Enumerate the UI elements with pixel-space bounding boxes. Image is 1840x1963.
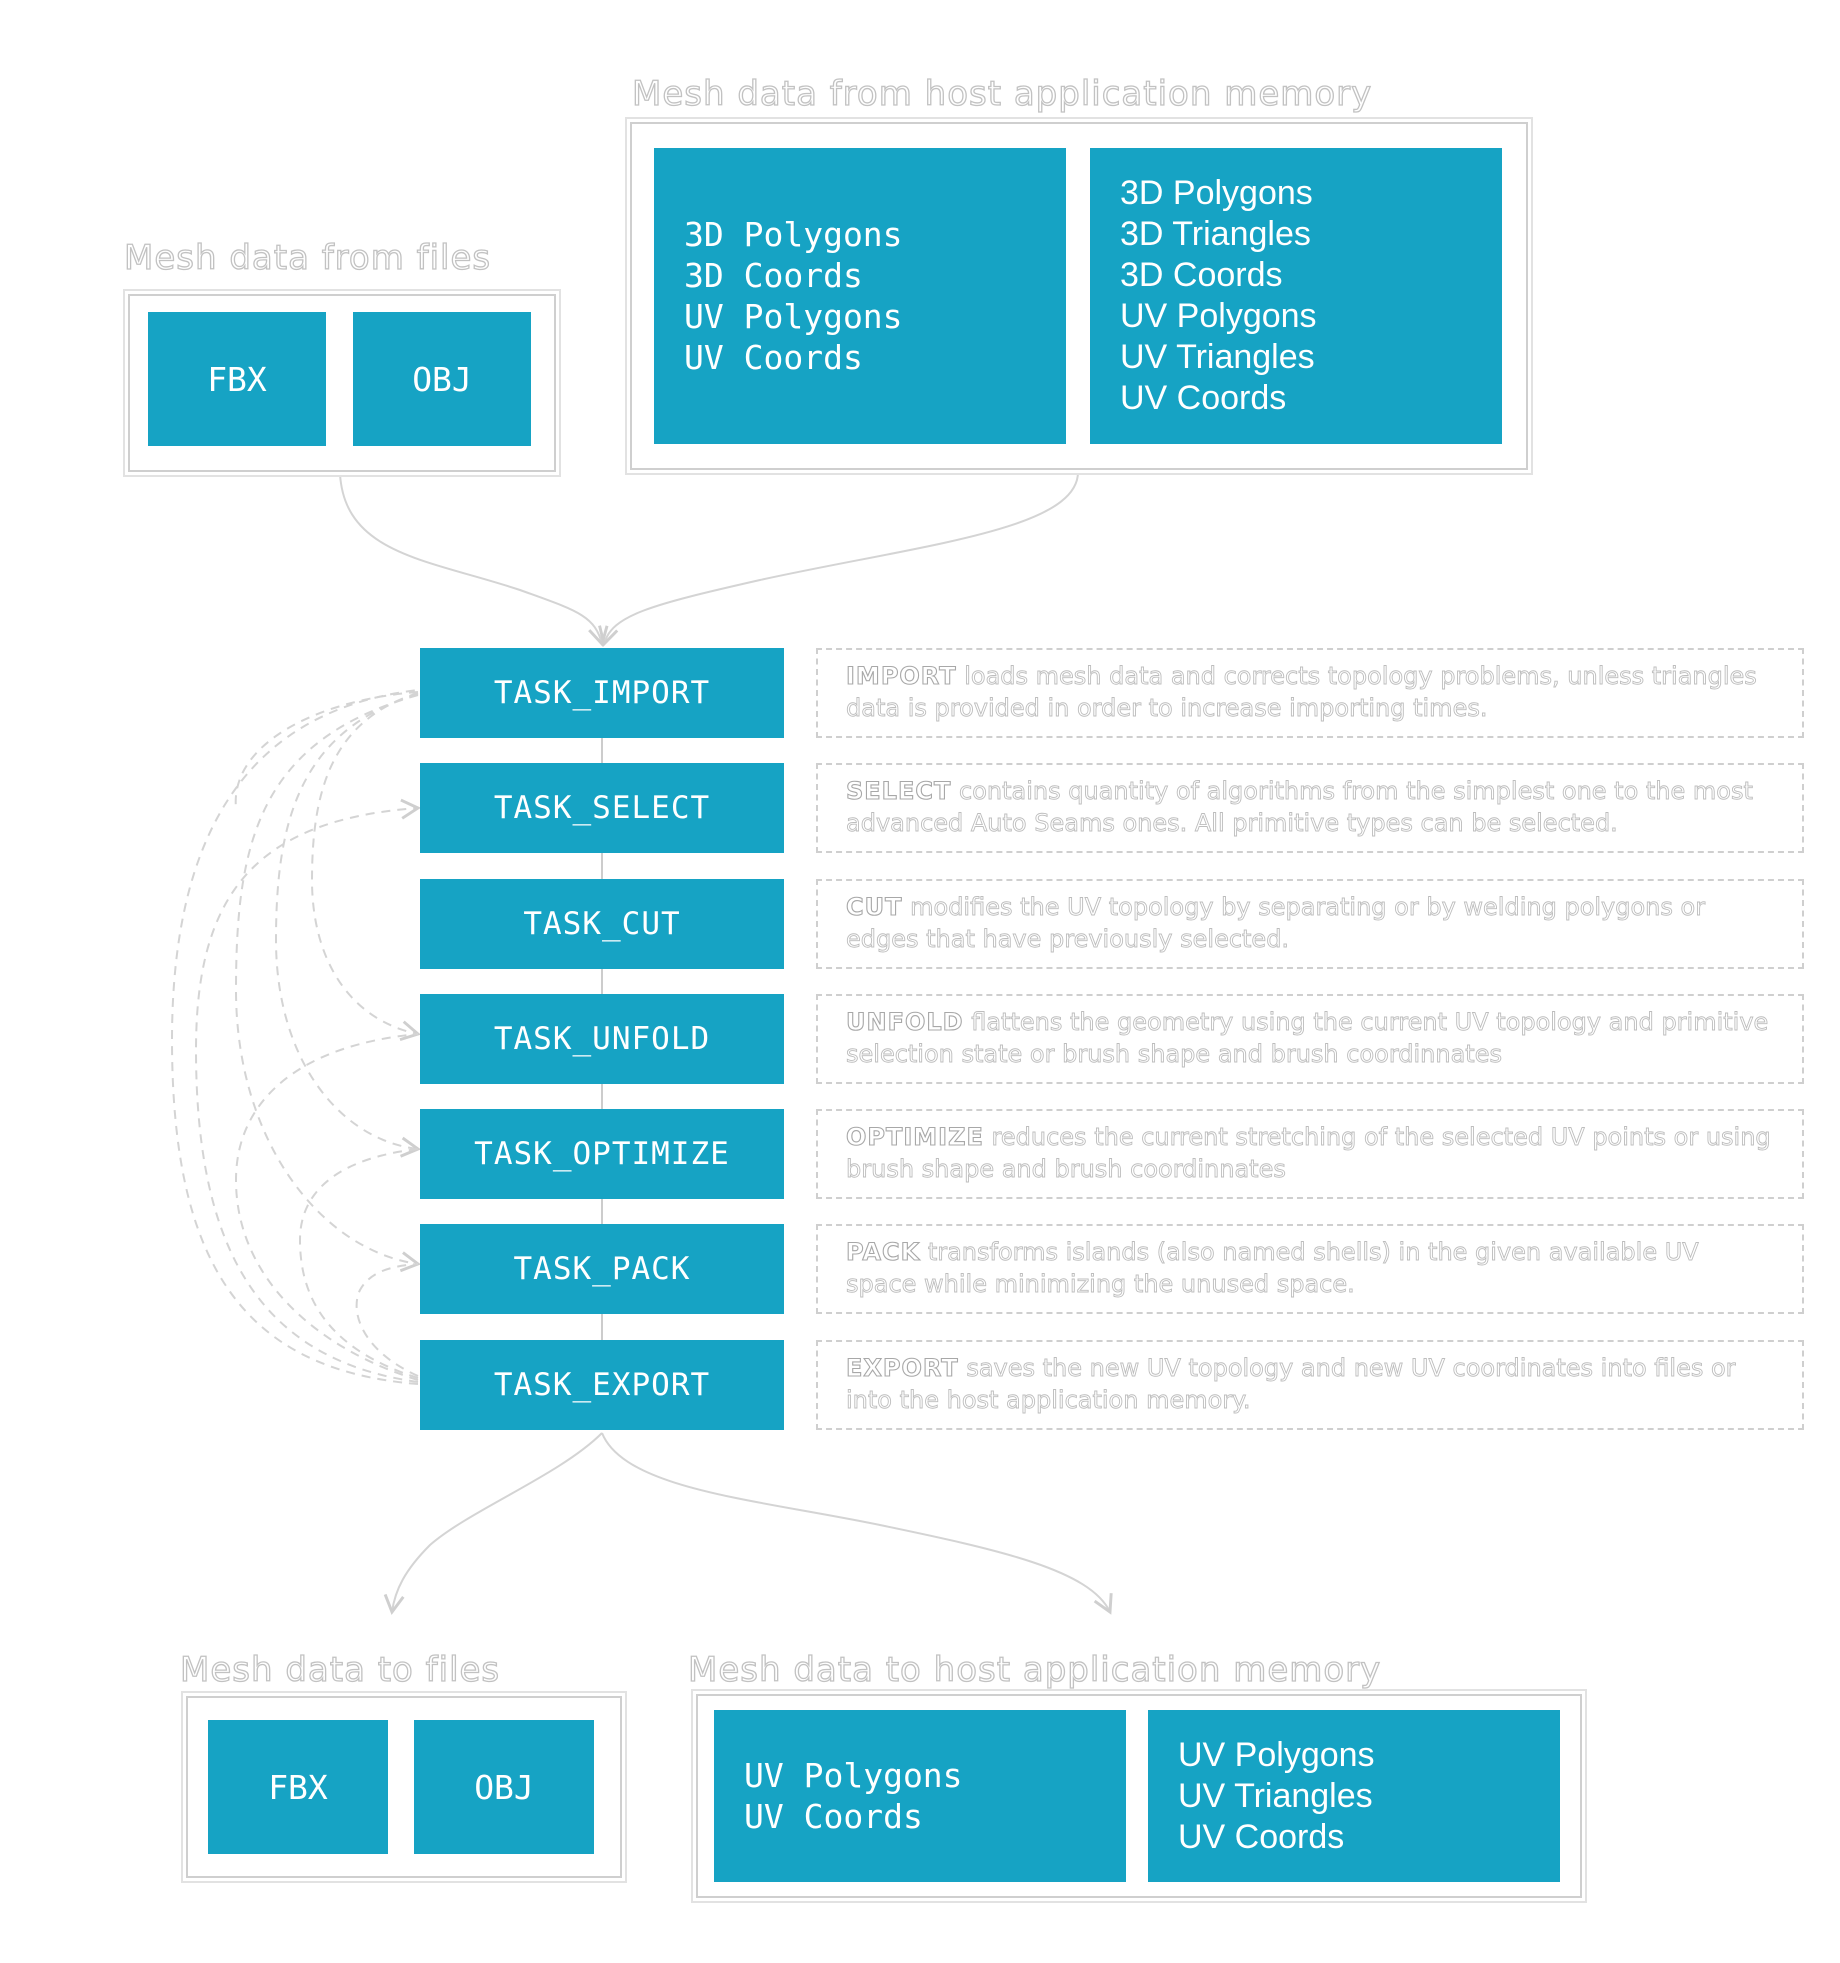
input-memory-a-line-2: 3D Coords [684,256,863,295]
output-memory-a-line-1: UV Polygons [744,1756,963,1795]
task-pack-label: TASK_PACK [513,1251,691,1287]
input-memory-title: Mesh data from host application memory [631,73,1373,114]
task-unfold-description: UNFOLD flattens the geometry using the c… [816,994,1804,1084]
loop-import-to-pack [234,694,421,1273]
input-memory-b-line-1: 3D Polygons [1120,174,1313,212]
input-memory-option-a: 3D Polygons 3D Coords UV Polygons UV Coo… [654,148,1066,444]
output-memory-b-line-1: UV Polygons [1178,1735,1375,1774]
output-memory-b-line-3: UV Coords [1178,1817,1345,1856]
loop-import-to-optimize [274,693,421,1158]
loop-export-to-import [170,689,419,1385]
input-obj-label: OBJ [412,359,472,399]
task-optimize-box: TASK_OPTIMIZE [420,1109,784,1199]
input-fbx-tile: FBX [148,312,326,446]
output-memory-option-b: UV Polygons UV Triangles UV Coords [1148,1710,1560,1882]
input-memory-a-line-4: UV Coords [684,338,863,377]
output-memory-frame [696,1694,1582,1898]
input-memory-option-b: 3D Polygons 3D Triangles 3D Coords UV Po… [1090,148,1502,444]
task-cut-description: CUT modifies the UV topology by separati… [816,879,1804,969]
task-pack-text: transforms islands (also named shells) i… [846,1238,1700,1299]
task-select-label: TASK_SELECT [493,790,711,826]
task-unfold-box: TASK_UNFOLD [420,994,784,1084]
output-fbx-label: FBX [268,1767,328,1807]
output-memory-b-line-2: UV Triangles [1178,1776,1373,1815]
output-memory-title: Mesh data to host application memory [687,1649,1382,1690]
input-memory-b-line-6: UV Coords [1120,379,1287,417]
output-memory-option-a: UV Polygons UV Coords [714,1710,1126,1882]
export-to-memory-connector [601,1432,1113,1615]
task-optimize-label: TASK_OPTIMIZE [474,1136,730,1172]
task-cut-label: TASK_CUT [523,906,681,942]
output-memory-a-line-2: UV Coords [744,1797,923,1836]
task-unfold-keyword: UNFOLD [845,1007,964,1036]
task-unfold-label: TASK_UNFOLD [493,1021,711,1057]
input-memory-b-line-5: UV Triangles [1120,338,1315,376]
output-fbx-tile: FBX [208,1720,388,1854]
input-memory-a-line-3: UV Polygons [684,297,903,336]
task-pack-box: TASK_PACK [420,1224,784,1314]
task-import-keyword: IMPORT [845,661,957,690]
loop-export-to-select [194,798,422,1383]
task-select-text: contains quantity of algorithms from the… [846,777,1754,838]
task-export-text: saves the new UV topology and new UV coo… [846,1354,1736,1415]
loop-import-to-select [234,691,419,809]
input-obj-tile: OBJ [353,312,531,446]
input-memory-b-line-2: 3D Triangles [1120,215,1311,253]
output-files-title: Mesh data to files [179,1649,501,1690]
task-export-label: TASK_EXPORT [493,1367,711,1403]
task-import-label: TASK_IMPORT [493,675,711,711]
task-select-box: TASK_SELECT [420,763,784,853]
task-export-keyword: EXPORT [845,1353,959,1382]
input-fbx-label: FBX [207,359,267,399]
task-optimize-text: reduces the current stretching of the se… [846,1123,1772,1184]
loop-export-to-unfold [234,1033,419,1381]
task-import-text: loads mesh data and corrects topology pr… [846,662,1758,723]
memory-to-import-connector [598,471,1079,647]
output-obj-tile: OBJ [414,1720,594,1854]
input-memory-frame [630,122,1528,470]
task-import-description: IMPORT loads mesh data and corrects topo… [816,648,1804,738]
task-export-box: TASK_EXPORT [420,1340,784,1430]
task-cut-keyword: CUT [845,892,903,921]
task-import-box: TASK_IMPORT [420,648,784,738]
task-pack-description: PACK transforms islands (also named shel… [816,1224,1804,1314]
loop-import-to-unfold [310,692,421,1042]
task-optimize-keyword: OPTIMIZE [845,1122,984,1151]
task-cut-text: modifies the UV topology by separating o… [846,893,1706,954]
input-memory-a-line-1: 3D Polygons [684,215,903,254]
files-to-import-connector [339,473,609,647]
task-select-description: SELECT contains quantity of algorithms f… [816,763,1804,853]
loop-export-to-optimize [298,1148,419,1379]
input-files-title: Mesh data from files [123,237,492,278]
task-select-keyword: SELECT [845,776,952,805]
task-unfold-text: flattens the geometry using the current … [846,1008,1769,1069]
task-export-description: EXPORT saves the new UV topology and new… [816,1340,1804,1430]
input-files-frame [128,294,556,472]
output-files-frame [186,1696,622,1878]
task-cut-box: TASK_CUT [420,879,784,969]
task-optimize-description: OPTIMIZE reduces the current stretching … [816,1109,1804,1199]
task-pack-keyword: PACK [845,1237,921,1266]
input-memory-b-line-3: 3D Coords [1120,256,1283,294]
output-obj-label: OBJ [474,1767,534,1807]
export-to-files-connector [383,1432,603,1615]
input-memory-b-line-4: UV Polygons [1120,297,1317,335]
